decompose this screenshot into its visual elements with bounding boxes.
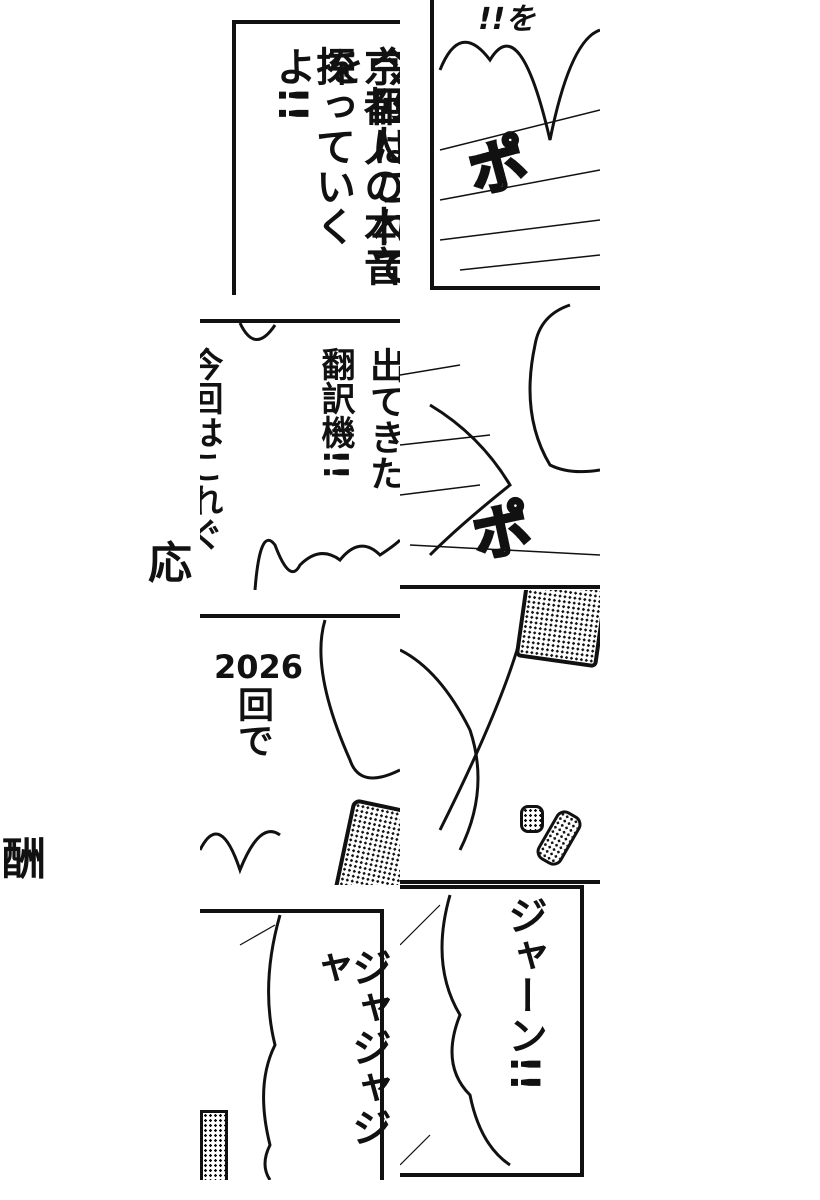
character-outline bbox=[200, 619, 400, 875]
speech-line-1: 出てきた bbox=[364, 347, 400, 491]
sfx-jaan: ジャーン!! bbox=[501, 895, 547, 1092]
translator-device bbox=[514, 590, 600, 669]
speed-lines bbox=[438, 28, 600, 271]
panel-jajaja-tile: ジャジャジャ bbox=[200, 885, 400, 1180]
character-arm bbox=[400, 639, 600, 884]
panel-border bbox=[200, 909, 384, 1180]
speech-bubble-outline bbox=[238, 322, 400, 590]
panel-jaan-tile: ジャーン!! bbox=[400, 885, 600, 1180]
panel-device-tile bbox=[400, 590, 600, 885]
panel-border bbox=[400, 885, 584, 1177]
speech-fragment: !!を bbox=[478, 2, 536, 37]
translator-device bbox=[200, 1110, 228, 1180]
character-and-speed-lines bbox=[400, 303, 600, 589]
panel-border bbox=[430, 0, 600, 290]
narration-line-2: 京都人の本音を bbox=[317, 46, 400, 286]
panel-translator-tile: 出てきた 翻訳機!! 今回はこれぐ bbox=[200, 295, 400, 590]
bubble-outline bbox=[400, 894, 511, 1167]
speech-number: 2026 bbox=[214, 648, 304, 686]
speech-partial: 今回はこれぐ bbox=[200, 347, 223, 551]
bubble-outline bbox=[239, 914, 282, 1180]
text-fragment-upper: 応 bbox=[148, 538, 192, 589]
speech-line-2: 翻訳機!! bbox=[315, 347, 355, 481]
panel-2026-tile: 2026 回で bbox=[200, 590, 400, 885]
text-fragment-lower: 酬 bbox=[2, 834, 46, 885]
panel-narration-tile: 今回はこれで 京都人の本音を 探っていくよ!! bbox=[200, 0, 400, 295]
speech-line: 回で bbox=[232, 686, 273, 758]
narration-box bbox=[232, 20, 400, 295]
sfx-mark bbox=[520, 805, 544, 833]
panel-pon-tile: ポ bbox=[400, 295, 600, 590]
panel-border-top bbox=[200, 319, 400, 323]
sfx-jajaja: ジャジャジャ bbox=[305, 947, 391, 1147]
narration-line-1: 今回はこれで bbox=[365, 46, 400, 286]
panel-border-top bbox=[200, 614, 400, 618]
panel-action-tile: !!を ポ bbox=[400, 0, 600, 295]
narration-line-3: 探っていくよ!! bbox=[269, 46, 355, 246]
